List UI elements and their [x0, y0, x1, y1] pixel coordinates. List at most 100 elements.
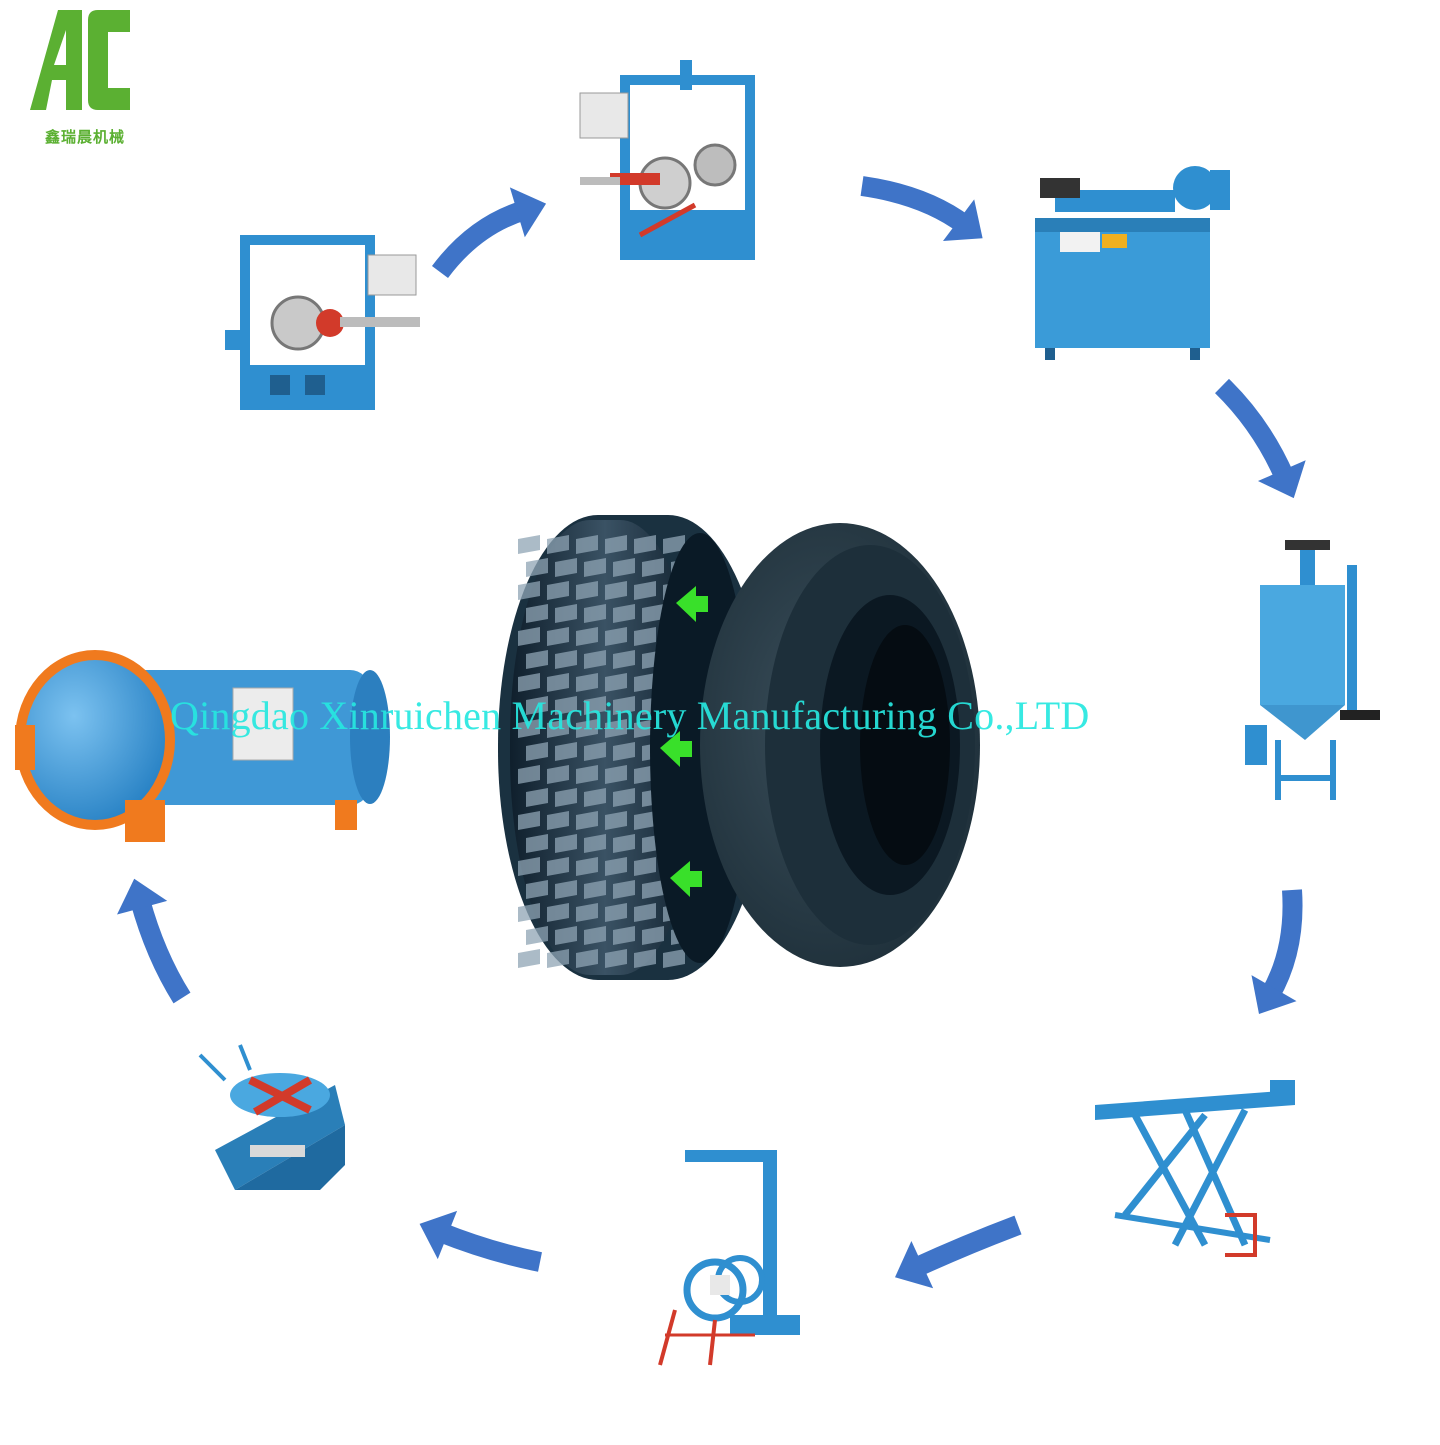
tread-block [526, 788, 548, 807]
tread-block [555, 880, 577, 899]
tread-block [605, 949, 627, 968]
tread-block [634, 627, 656, 646]
tread-block [642, 926, 664, 945]
flow-arrow-head [1251, 975, 1297, 1015]
tread-block [605, 719, 627, 738]
tread-block [613, 880, 635, 899]
tread-block [547, 673, 569, 692]
tread-block [555, 650, 577, 669]
tread-block [634, 535, 656, 554]
tread-block [576, 903, 598, 922]
tread-block [555, 558, 577, 577]
tread-block [605, 581, 627, 600]
flow-arrow-head [895, 1241, 934, 1289]
tread-block [555, 788, 577, 807]
tread-block [576, 535, 598, 554]
tread-block [584, 880, 606, 899]
tread-block [584, 742, 606, 761]
extruder-machine-icon [1035, 166, 1230, 360]
tread-block [584, 926, 606, 945]
curing-chamber-icon [15, 650, 390, 842]
tread-block [584, 834, 606, 853]
tread-block [613, 696, 635, 715]
tread-block [613, 834, 635, 853]
tread-block [518, 857, 540, 876]
tread-block [547, 627, 569, 646]
tread-block [518, 535, 540, 554]
tread-block [584, 788, 606, 807]
tread-block [555, 834, 577, 853]
buffing-machine-icon [579, 60, 755, 260]
tread-block [634, 581, 656, 600]
tread-block [576, 581, 598, 600]
tread-block [547, 811, 569, 830]
tread-block [518, 949, 540, 968]
tread-block [605, 811, 627, 830]
tread-block [663, 949, 685, 968]
flow-arrow-head [943, 199, 983, 241]
tread-block [547, 535, 569, 554]
tread-block [584, 558, 606, 577]
apply-tread-arrow-icons [660, 586, 708, 897]
flow-arrow-head [1257, 460, 1306, 499]
tread-block [526, 696, 548, 715]
tread-block [613, 926, 635, 945]
tread-block [576, 719, 598, 738]
retread-tire-icon [498, 515, 980, 980]
tread-block [576, 627, 598, 646]
tread-block [547, 903, 569, 922]
tread-block [605, 857, 627, 876]
flow-arrow-shaft [130, 897, 191, 1004]
company-watermark: Qingdao Xinruichen Machinery Manufacturi… [170, 693, 1090, 738]
tread-block [555, 696, 577, 715]
logo-text-block: 鑫瑞晨机械 [20, 8, 150, 148]
tread-block [642, 604, 664, 623]
tread-block [526, 558, 548, 577]
tread-block [518, 673, 540, 692]
tread-block [526, 926, 548, 945]
tread-block [642, 880, 664, 899]
tread-block [634, 903, 656, 922]
tread-block [634, 673, 656, 692]
tread-block [613, 558, 635, 577]
tread-block [634, 811, 656, 830]
tread-block [613, 650, 635, 669]
tread-block [518, 903, 540, 922]
flow-arrow-shaft [910, 1215, 1022, 1278]
cement-spray-tank-icon [1245, 540, 1380, 800]
flow-arrow-head [509, 187, 547, 238]
flow-arrow-shaft [1214, 378, 1295, 483]
tread-block [613, 788, 635, 807]
tread-block [555, 742, 577, 761]
tread-block [613, 604, 635, 623]
tread-block [526, 604, 548, 623]
tread-block [584, 650, 606, 669]
tread-block [518, 811, 540, 830]
tread-block [576, 811, 598, 830]
tread-block [584, 604, 606, 623]
tread-block [605, 535, 627, 554]
company-chinese-name: 鑫瑞晨机械 [44, 128, 125, 146]
flow-arrow-shaft [1261, 889, 1303, 1000]
building-table-icon [1095, 1080, 1295, 1257]
tread-block [518, 765, 540, 784]
tread-block [605, 903, 627, 922]
flow-arrow-head [117, 878, 168, 915]
flow-arrow-shaft [860, 176, 971, 234]
tread-block [584, 696, 606, 715]
tread-block [605, 765, 627, 784]
tread-block [634, 857, 656, 876]
tread-block [555, 604, 577, 623]
tread-block [547, 581, 569, 600]
tread-block [634, 949, 656, 968]
flow-arrow-head [419, 1210, 458, 1260]
tread-block [547, 765, 569, 784]
tread-block [605, 627, 627, 646]
tread-block [526, 742, 548, 761]
tread-block [605, 673, 627, 692]
tread-block [518, 719, 540, 738]
flow-arrow-shaft [436, 1222, 542, 1272]
tread-block [547, 857, 569, 876]
